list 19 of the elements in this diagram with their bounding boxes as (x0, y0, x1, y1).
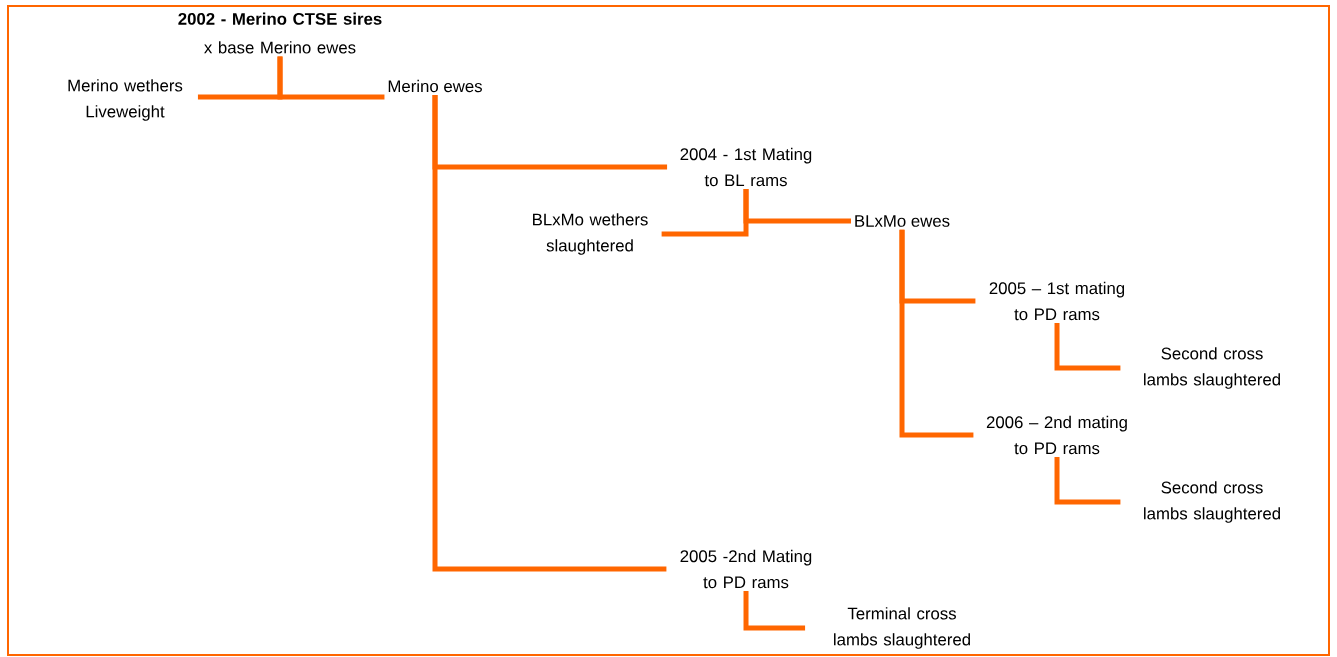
generation-label: BLxMo wethers slaughtered (533, 213, 648, 255)
connector-line (899, 229, 974, 438)
generation-label: Terminal cross lambs slaughtered (834, 607, 970, 649)
generation-label: 2005 -2nd Mating to PD rams (680, 549, 812, 589)
connector-line (432, 95, 667, 572)
generation-label: BLxMo ewes (855, 215, 950, 227)
generation-label: 2004 - 1st Mating to BL rams (680, 147, 812, 187)
generation-label: 2005 – 1st mating to PD rams (989, 281, 1125, 321)
connector-line (743, 591, 806, 631)
generation-label: Merino wethers Liveweight (68, 79, 183, 121)
generation-label: Second cross lambs slaughtered (1144, 481, 1280, 523)
connector-line (1054, 323, 1121, 371)
connector-line (743, 189, 851, 224)
generation-label: Merino ewes (388, 79, 482, 93)
generation-label: Second cross lambs slaughtered (1144, 347, 1280, 389)
generation-label: 2002 - Merino CTSE sires x base Merino ewes (178, 12, 382, 54)
generation-label: 2006 – 2nd mating to PD rams (986, 415, 1127, 455)
connector-line (1054, 457, 1121, 505)
connector-line (277, 56, 385, 100)
